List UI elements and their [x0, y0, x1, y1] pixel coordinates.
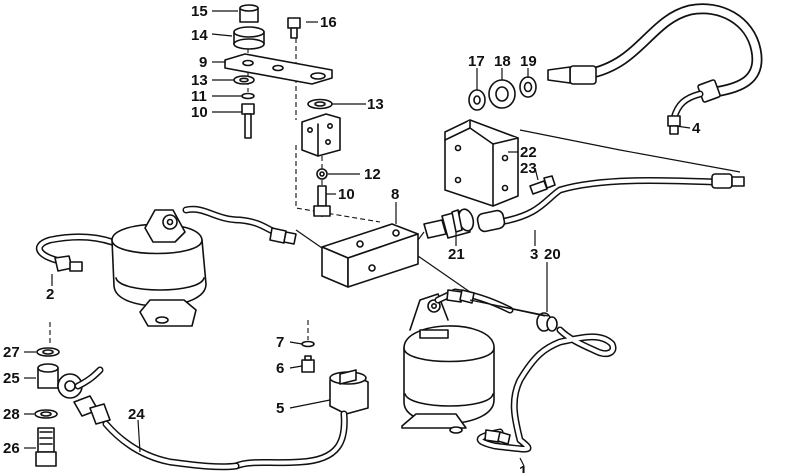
callout-13-bracket: 13: [367, 96, 384, 113]
seal-rings: [468, 76, 537, 111]
callout-24: 24: [128, 406, 145, 423]
valve-21: [423, 208, 475, 239]
hose-assembly: [547, 3, 763, 135]
callout-13-top: 13: [191, 72, 208, 89]
callout-leaders: [24, 10, 691, 467]
callout-12: 12: [364, 166, 381, 183]
callout-27: 27: [3, 344, 20, 361]
callout-28: 28: [3, 406, 20, 423]
distribution-block: [321, 223, 419, 288]
callout-2: 2: [46, 286, 54, 303]
accumulator-right: [401, 288, 617, 453]
pressure-switch: [232, 320, 369, 470]
callout-21: 21: [448, 246, 465, 263]
callout-10-top: 10: [191, 104, 208, 121]
accumulator-left: [35, 205, 297, 327]
mounting-bracket: [444, 119, 519, 207]
bolt-23: [529, 175, 556, 195]
callout-14: 14: [191, 27, 208, 44]
callout-23: 23: [520, 160, 537, 177]
callout-11: 11: [191, 88, 207, 105]
callout-15: 15: [191, 3, 208, 20]
callout-17: 17: [468, 53, 485, 70]
callout-7: 7: [276, 334, 284, 351]
callout-16: 16: [320, 14, 337, 31]
callout-20: 20: [544, 246, 561, 263]
callout-labels: 15 14 16 9 13 11 10 13 12 10 8 17 18 19 …: [3, 3, 701, 473]
callout-22: 22: [520, 144, 537, 161]
callout-25: 25: [3, 370, 20, 387]
callout-5: 5: [276, 400, 284, 417]
callout-18: 18: [494, 53, 511, 70]
callout-19: 19: [520, 53, 537, 70]
callout-6: 6: [276, 360, 284, 377]
callout-9: 9: [199, 54, 207, 71]
callout-3: 3: [530, 246, 538, 263]
callout-10-lower: 10: [338, 186, 355, 203]
callout-26: 26: [3, 440, 20, 457]
callout-4: 4: [692, 120, 701, 137]
pipe-3: [476, 173, 745, 233]
callout-1: 1: [519, 463, 527, 473]
callout-8: 8: [391, 186, 399, 203]
union-fittings: [34, 322, 240, 471]
mounting-stack: [224, 4, 381, 223]
routing-lines: [295, 129, 741, 317]
